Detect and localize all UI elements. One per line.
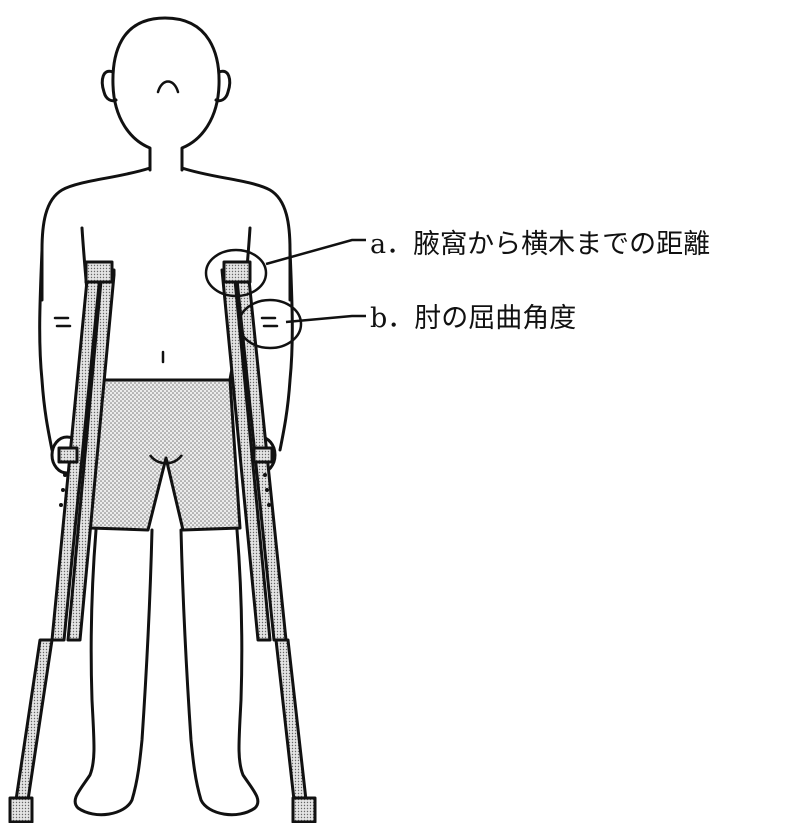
- leader-line-a: [265, 238, 366, 266]
- label-a-axilla-distance: a．腋窩から横木までの距離: [370, 229, 711, 260]
- mouth: [156, 80, 180, 94]
- callout-circle-a: [204, 248, 268, 298]
- arm-left: [38, 248, 54, 452]
- crutch-left: [8, 260, 116, 823]
- callout-circle-b: [237, 298, 303, 350]
- label-b-elbow-angle: b．肘の屈曲角度: [370, 303, 577, 334]
- shorts-crotch: [148, 454, 184, 465]
- torso-outline: [40, 166, 292, 302]
- leg-left: [73, 528, 154, 817]
- leg-right: [179, 528, 260, 817]
- ear-left: [100, 69, 118, 103]
- leader-line-b: [285, 314, 366, 324]
- arm-right: [278, 248, 294, 452]
- elbow-mark-right: [260, 316, 279, 328]
- shorts: [88, 378, 242, 532]
- crutch-right: [220, 260, 317, 823]
- head: [111, 16, 221, 172]
- elbow-mark-left: [53, 316, 72, 328]
- ear-right: [214, 69, 232, 103]
